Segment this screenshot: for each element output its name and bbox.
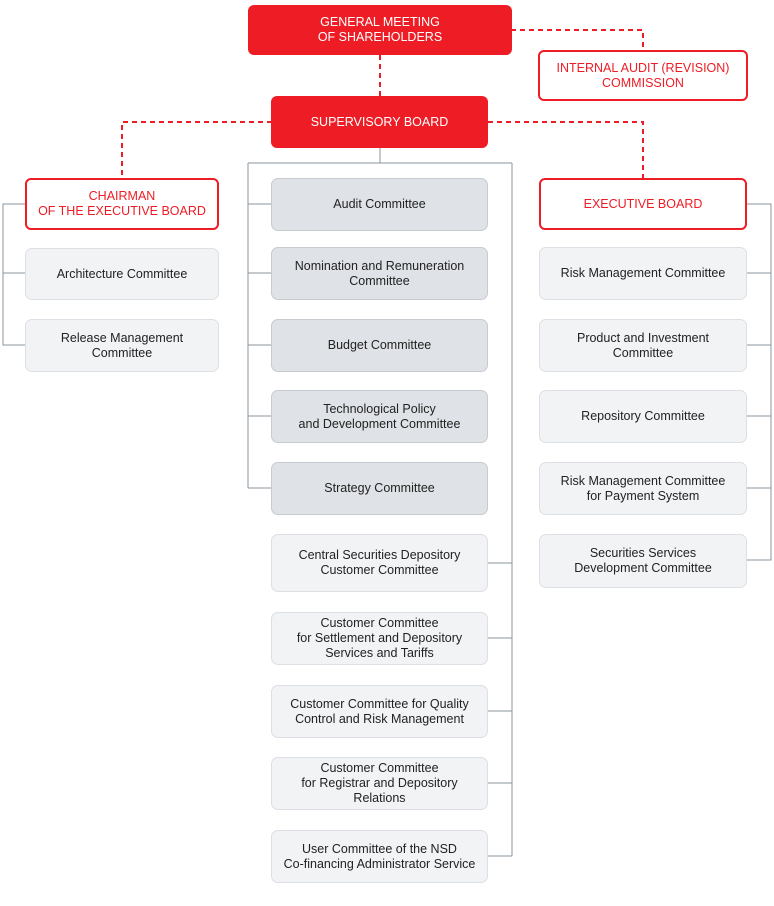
center-committee-box: Strategy Committee	[271, 462, 488, 515]
general-meeting-box: GENERAL MEETING OF SHAREHOLDERS	[248, 5, 512, 55]
connector-left-bracket	[2, 203, 25, 346]
center-committee-label: Budget Committee	[327, 338, 432, 352]
right-committee-box: Product and Investment Committee	[539, 319, 747, 372]
right-committee-box: Risk Management Committee for Payment Sy…	[539, 462, 747, 515]
center-committee-box: Technological Policy and Development Com…	[271, 390, 488, 443]
connector-sb-to-chairman	[121, 121, 272, 178]
customer-committee-label: Customer Committee for Settlement and De…	[296, 616, 463, 660]
center-committee-label: Technological Policy and Development Com…	[298, 401, 461, 431]
connector-gm-to-audit	[511, 29, 644, 50]
connector-center-bracket-left	[247, 162, 512, 488]
right-committee-label: Product and Investment Committee	[576, 330, 710, 360]
left-committee-box: Release Management Committee	[25, 319, 219, 372]
right-committee-box: Repository Committee	[539, 390, 747, 443]
left-committee-label: Architecture Committee	[56, 266, 188, 281]
center-committee-box: Audit Committee	[271, 178, 488, 231]
customer-committee-box: Customer Committee for Registrar and Dep…	[271, 757, 488, 810]
connector-sb-to-exec	[488, 121, 644, 178]
customer-committee-label: Customer Committee for Registrar and Dep…	[301, 761, 458, 805]
internal-audit-label: INTERNAL AUDIT (REVISION) COMMISSION	[556, 60, 730, 90]
chairman-box: CHAIRMAN OF THE EXECUTIVE BOARD	[25, 178, 219, 230]
customer-committee-box: Central Securities Depository Customer C…	[271, 534, 488, 592]
customer-committee-label: Customer Committee for Quality Control a…	[290, 696, 469, 726]
center-committee-label: Nomination and Remuneration Committee	[294, 258, 465, 288]
customer-committee-box: Customer Committee for Quality Control a…	[271, 685, 488, 738]
center-committee-label: Strategy Committee	[324, 481, 435, 495]
supervisory-board-box: SUPERVISORY BOARD	[271, 96, 488, 148]
supervisory-board-label: SUPERVISORY BOARD	[310, 114, 449, 129]
connector-right-bracket	[747, 203, 772, 561]
executive-board-box: EXECUTIVE BOARD	[539, 178, 747, 230]
chairman-label: CHAIRMAN OF THE EXECUTIVE BOARD	[38, 189, 206, 218]
general-meeting-label: GENERAL MEETING OF SHAREHOLDERS	[317, 15, 443, 44]
center-committee-box: Nomination and Remuneration Committee	[271, 247, 488, 300]
internal-audit-box: INTERNAL AUDIT (REVISION) COMMISSION	[538, 50, 748, 101]
center-committee-label: Audit Committee	[333, 197, 426, 211]
left-committee-label: Release Management Committee	[60, 330, 184, 360]
right-committee-label: Repository Committee	[581, 409, 705, 423]
customer-committee-box: Customer Committee for Settlement and De…	[271, 612, 488, 665]
customer-committee-label: Central Securities Depository Customer C…	[298, 548, 461, 577]
right-committee-box: Securities Services Development Committe…	[539, 534, 747, 588]
right-committee-box: Risk Management Committee	[539, 247, 747, 300]
customer-committee-label: User Committee of the NSD Co-financing A…	[283, 841, 476, 871]
right-committee-label: Risk Management Committee	[560, 266, 726, 280]
right-committee-label: Risk Management Committee for Payment Sy…	[560, 473, 726, 503]
left-committee-box: Architecture Committee	[25, 248, 219, 300]
customer-committee-box: User Committee of the NSD Co-financing A…	[271, 830, 488, 883]
right-committee-label: Securities Services Development Committe…	[574, 546, 712, 575]
center-committee-box: Budget Committee	[271, 319, 488, 372]
executive-board-label: EXECUTIVE BOARD	[583, 196, 703, 211]
